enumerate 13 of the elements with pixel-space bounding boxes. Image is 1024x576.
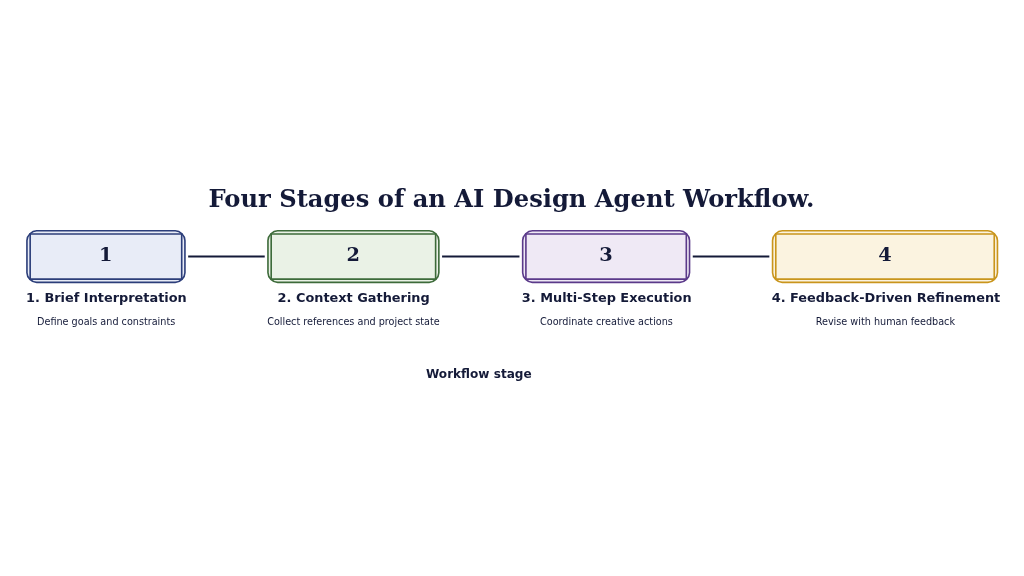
node-label: 4. Feedback-Driven Refinement (771, 290, 1001, 306)
node-label: 3. Multi-Step Execution (521, 290, 692, 306)
node-label: Revise with human feedback (815, 315, 956, 327)
node-label: Define goals and constraints (37, 315, 176, 327)
label: Workflow stage (425, 367, 532, 382)
diagram-title: Four Stages of an AI Design Agent Workflow. (208, 183, 815, 213)
node-label: Coordinate creative actions (540, 315, 673, 327)
node-label: 2. Context Gathering (277, 290, 430, 306)
node-label: 1. Brief Interpretation (26, 290, 187, 306)
connector (692, 255, 770, 258)
connector (188, 255, 265, 258)
connector (442, 255, 520, 258)
node-label: Collect references and project state (267, 315, 440, 327)
